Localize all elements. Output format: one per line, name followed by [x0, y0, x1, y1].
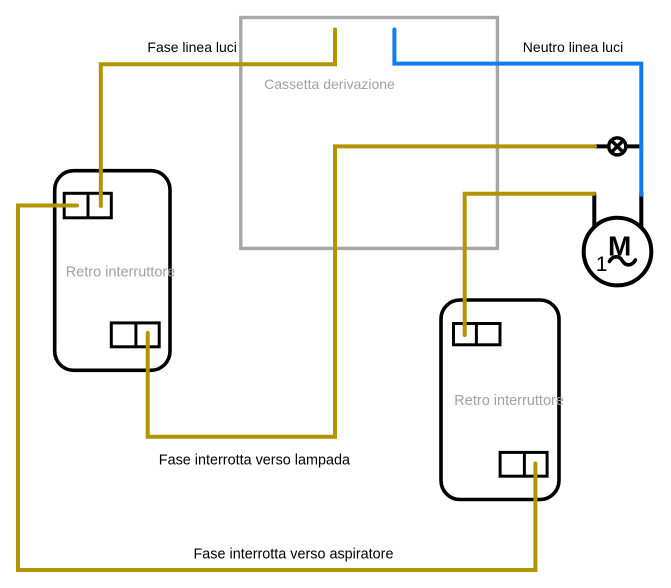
svg-text:Cassetta derivazione: Cassetta derivazione	[264, 76, 395, 92]
svg-text:Retro interruttore: Retro interruttore	[66, 264, 176, 280]
svg-text:Neutro linea luci: Neutro linea luci	[523, 39, 623, 55]
svg-text:Fase interrotta verso lampada: Fase interrotta verso lampada	[159, 452, 350, 468]
svg-text:Fase linea luci: Fase linea luci	[147, 39, 237, 55]
svg-text:M: M	[608, 230, 631, 261]
svg-text:1: 1	[596, 253, 608, 276]
svg-text:Retro interruttore: Retro interruttore	[454, 393, 564, 409]
svg-text:Fase interrotta verso aspirato: Fase interrotta verso aspiratore	[194, 547, 394, 563]
